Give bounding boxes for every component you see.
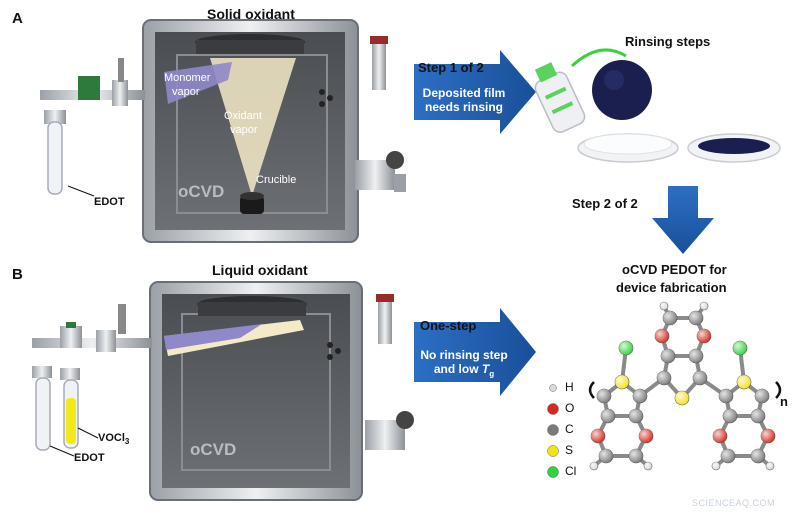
atom-highlight <box>675 391 689 405</box>
atom-highlight <box>755 389 769 403</box>
atom-highlight <box>737 375 751 389</box>
step2-arrow <box>652 186 714 254</box>
chamber-a <box>142 19 359 243</box>
vocl3-subscript: 3 <box>124 437 130 447</box>
valve-a <box>355 36 406 192</box>
panel-b-ocvd-label: oCVD <box>190 440 237 459</box>
atom-highlight <box>655 329 669 343</box>
atom-highlight <box>719 389 733 403</box>
atom-highlight <box>615 375 629 389</box>
atom-highlight <box>633 389 647 403</box>
legend-o: O <box>565 401 575 415</box>
plumbing-b <box>32 304 152 457</box>
atom-highlight <box>639 429 653 443</box>
chamber-b <box>149 281 363 501</box>
atom-highlight <box>663 311 677 325</box>
oxidant-vapor-label-2: vapor <box>230 124 258 136</box>
step1-text: Deposited film needs rinsing <box>416 86 512 114</box>
atom-highlight <box>597 389 611 403</box>
panel-a-ocvd-label: oCVD <box>178 182 225 201</box>
step1-arrow <box>414 50 536 134</box>
crucible-label: Crucible <box>256 174 297 186</box>
atom-highlight <box>591 429 605 443</box>
onestep-text-line2: and low Tg <box>416 362 512 381</box>
step1-label: Step 1 of 2 <box>418 60 484 75</box>
atom-highlight <box>733 341 747 355</box>
legend-ball-s <box>547 445 559 457</box>
atom-highlight <box>689 311 703 325</box>
panel-a-edot-label: EDOT <box>94 196 125 208</box>
right-bracket <box>775 381 782 399</box>
atom-highlight <box>590 462 598 470</box>
panel-a-title: Solid oxidant <box>207 6 295 22</box>
atom-highlight <box>693 371 707 385</box>
legend-ball-h <box>549 384 557 392</box>
atom-highlight <box>713 429 727 443</box>
panel-b-title: Liquid oxidant <box>212 262 308 278</box>
atom-highlight <box>629 409 643 423</box>
polymer-subscript: n <box>780 394 788 409</box>
result-title-line2: device fabrication <box>616 280 727 295</box>
legend-ball-cl <box>547 466 559 478</box>
left-bracket <box>588 381 595 399</box>
onestep-text-var: T <box>481 362 490 376</box>
onestep-text-prefix: and low <box>433 362 482 376</box>
monomer-vapor-label-1: Monomer <box>164 72 211 84</box>
atom-highlight <box>657 371 671 385</box>
onestep-label: One-step <box>420 318 477 333</box>
watermark: SCIENCEAQ.COM <box>692 498 776 508</box>
panel-a-letter: A <box>12 10 23 27</box>
rinsing-title: Rinsing steps <box>625 34 711 49</box>
vocl3-main: VOCl <box>98 432 125 444</box>
rinsing-scene <box>534 48 781 163</box>
atom-highlight <box>721 449 735 463</box>
legend-s: S <box>565 443 574 457</box>
atom-highlight <box>697 329 711 343</box>
result-title-line1: oCVD PEDOT for <box>622 262 727 277</box>
atom-highlight <box>712 462 720 470</box>
vocl3-label: VOCl3 <box>98 432 129 446</box>
onestep-text: No rinsing step and low Tg <box>416 348 512 381</box>
atom-highlight <box>601 409 615 423</box>
panel-b-letter: B <box>12 266 23 283</box>
monomer-vapor-label-2: vapor <box>172 86 200 98</box>
step1-text-line1: Deposited film <box>422 86 506 100</box>
atom-highlight <box>700 302 708 310</box>
legend-h: H <box>565 380 574 394</box>
step1-text-line2: needs rinsing <box>424 100 504 114</box>
atom-highlight <box>751 449 765 463</box>
atom-highlight <box>660 302 668 310</box>
atom-highlight <box>766 462 774 470</box>
valve-b <box>365 294 414 450</box>
atom-highlight <box>761 429 775 443</box>
atom-highlight <box>723 409 737 423</box>
oxidant-vapor-label-1: Oxidant <box>224 110 262 122</box>
atom-highlight <box>644 462 652 470</box>
onestep-arrow <box>414 308 536 396</box>
onestep-text-line1: No rinsing step <box>420 348 508 362</box>
atom-highlight <box>689 349 703 363</box>
legend-ball-c <box>547 424 559 436</box>
panel-b-edot-label: EDOT <box>74 452 105 464</box>
onestep-text-sub: g <box>489 369 495 379</box>
legend-c: C <box>565 422 574 436</box>
legend-balls <box>547 384 559 478</box>
atom-highlight <box>599 449 613 463</box>
molecule-atoms <box>589 301 776 471</box>
atom-highlight <box>751 409 765 423</box>
atom-highlight <box>661 349 675 363</box>
step2-label: Step 2 of 2 <box>572 196 638 211</box>
atom-highlight <box>619 341 633 355</box>
legend-cl: Cl <box>565 464 577 478</box>
plumbing-a <box>40 58 145 197</box>
atom-highlight <box>629 449 643 463</box>
legend-ball-o <box>547 403 559 415</box>
